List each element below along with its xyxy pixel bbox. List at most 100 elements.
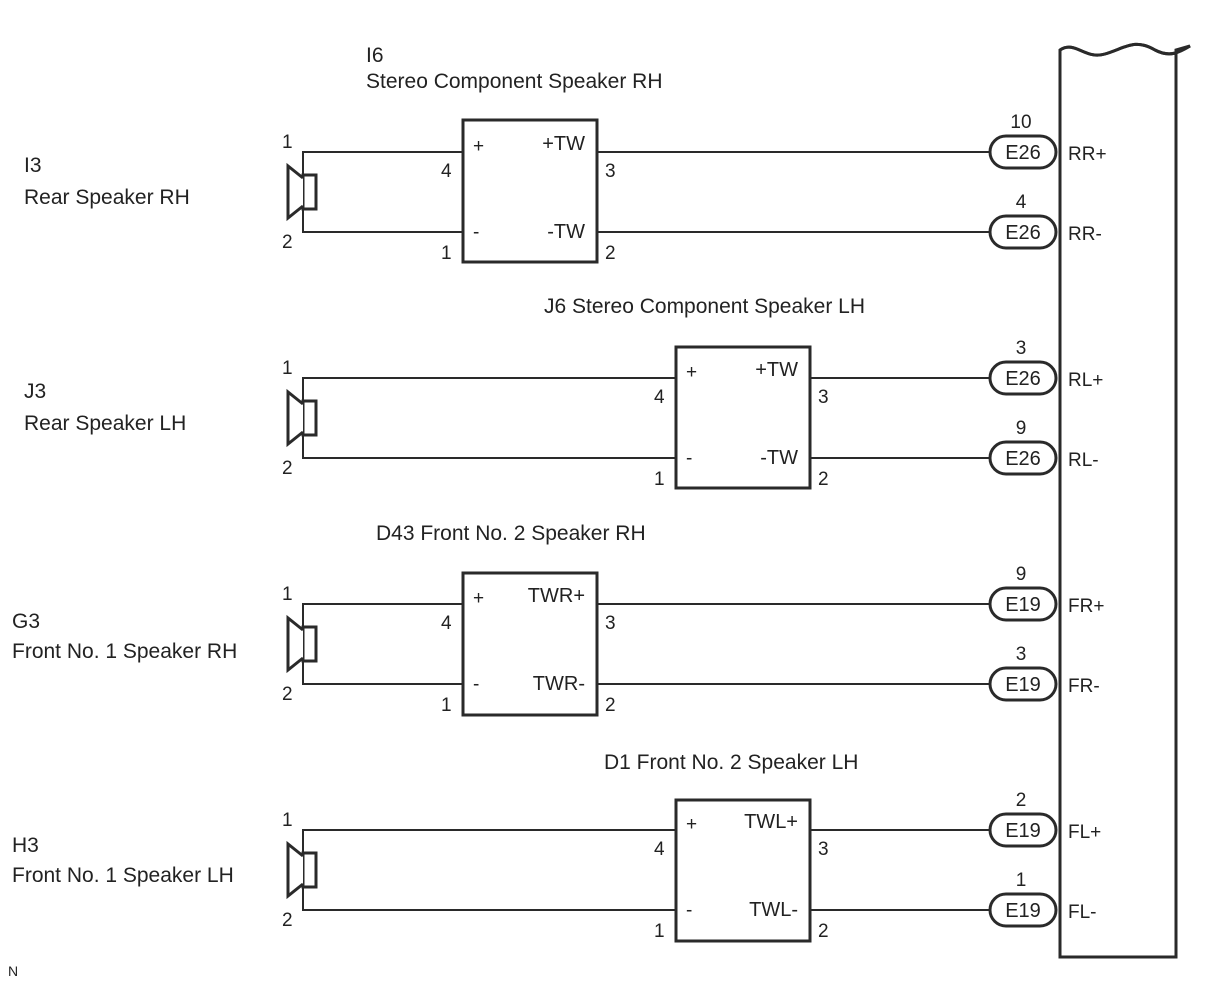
connector-shape [988,812,1058,848]
component-neg-label: - [473,222,479,243]
component-out-pos: TWR+ [528,585,585,607]
wire-speaker-pos [302,829,676,853]
connector-shape [988,586,1058,622]
connector: E26 9RL- [988,418,1099,476]
wire-speaker-pos [302,151,463,175]
connector-code: E26 [1005,368,1041,390]
component-title: D43 Front No. 2 Speaker RH [376,522,646,545]
speaker-name: Rear Speaker LH [24,412,186,435]
component-title: D1 Front No. 2 Speaker LH [604,751,858,774]
connector-code: E26 [1005,222,1041,244]
connector: E26 3RL+ [988,338,1103,396]
component-pin-out-bottom: 2 [818,921,829,942]
component-box [674,345,812,490]
speaker-name: Front No. 1 Speaker LH [12,864,234,887]
component-pos-label: + [686,814,697,835]
component-neg-label: - [686,448,692,469]
speaker-pin-top: 1 [282,132,293,153]
connector: E26 4RR- [988,192,1102,250]
connector: E19 2FL+ [988,790,1101,848]
connector-pin: 4 [1016,192,1027,213]
connector-code: E19 [1005,674,1041,696]
wire-speaker-pos [302,377,676,401]
connector-shape [988,440,1058,476]
signal-name: RR- [1068,224,1102,245]
speaker-pin-bottom: 2 [282,910,293,931]
component-pin-in-bottom: 1 [441,243,452,264]
connector-code: E19 [1005,820,1041,842]
component-pin-out-bottom: 2 [605,695,616,716]
wire-speaker-neg [302,209,463,233]
connector-pin: 2 [1016,790,1027,811]
signal-name: FL+ [1068,822,1101,843]
component-pin-out-top: 3 [605,613,616,634]
component-out-pos: +TW [755,359,798,381]
component-pin-out-top: 3 [818,839,829,860]
component-out-neg: -TW [547,221,585,243]
signal-name: FR+ [1068,596,1104,617]
signal-name: RL- [1068,450,1099,471]
component-pin-in-top: 4 [441,161,452,182]
speaker-id: I3 [24,154,42,177]
speaker-icon [286,388,318,448]
speaker-pin-top: 1 [282,810,293,831]
speaker-pin-top: 1 [282,358,293,379]
connector-pin: 3 [1016,338,1027,359]
speaker-pin-top: 1 [282,584,293,605]
connector-shape [988,360,1058,396]
component-neg-label: - [473,674,479,695]
wire-speaker-pos [302,603,463,627]
speaker-id: G3 [12,610,40,633]
corner-mark: N [8,963,18,979]
component-box [461,118,599,264]
connector-code: E19 [1005,594,1041,616]
signal-name: FR- [1068,676,1100,697]
component-pin-in-top: 4 [654,839,665,860]
speaker-pin-bottom: 2 [282,684,293,705]
component-pos-label: + [473,136,484,157]
speaker-pin-bottom: 2 [282,232,293,253]
wire-speaker-neg [302,887,676,911]
component-neg-label: - [686,900,692,921]
component-pin-in-top: 4 [654,387,665,408]
component-box [461,571,599,717]
component-pos-label: + [473,588,484,609]
component-pin-out-bottom: 2 [818,469,829,490]
component-pin-in-top: 4 [441,613,452,634]
connector-shape [988,666,1058,702]
wire-speaker-neg [302,661,463,685]
component-pin-out-top: 3 [818,387,829,408]
component-pin-in-bottom: 1 [654,469,665,490]
speaker-icon [286,162,318,222]
signal-name: RL+ [1068,370,1103,391]
component-out-neg: -TW [760,447,798,469]
component-out-pos: TWL+ [744,811,798,833]
component-out-neg: TWR- [533,673,585,695]
signal-name: RR+ [1068,144,1107,165]
component-box [674,798,812,943]
speaker-name: Rear Speaker RH [24,186,190,209]
connector-code: E26 [1005,448,1041,470]
connector-pin: 3 [1016,644,1027,665]
component-pin-out-top: 3 [605,161,616,182]
speaker-icon [286,614,318,674]
component-pin-in-bottom: 1 [441,695,452,716]
component-title: J6 Stereo Component Speaker LH [544,295,865,318]
connector-code: E26 [1005,142,1041,164]
connector-pin: 9 [1016,418,1027,439]
component-out-neg: TWL- [749,899,798,921]
connector-shape [988,892,1058,928]
speaker-id: H3 [12,834,39,857]
speaker-id: J3 [24,380,46,403]
wire-speaker-neg [302,435,676,459]
speaker-icon [286,840,318,900]
connector-pin: 1 [1016,870,1027,891]
speaker-name: Front No. 1 Speaker RH [12,640,237,663]
connector-code: E19 [1005,900,1041,922]
connector-pin: 10 [1010,112,1031,133]
